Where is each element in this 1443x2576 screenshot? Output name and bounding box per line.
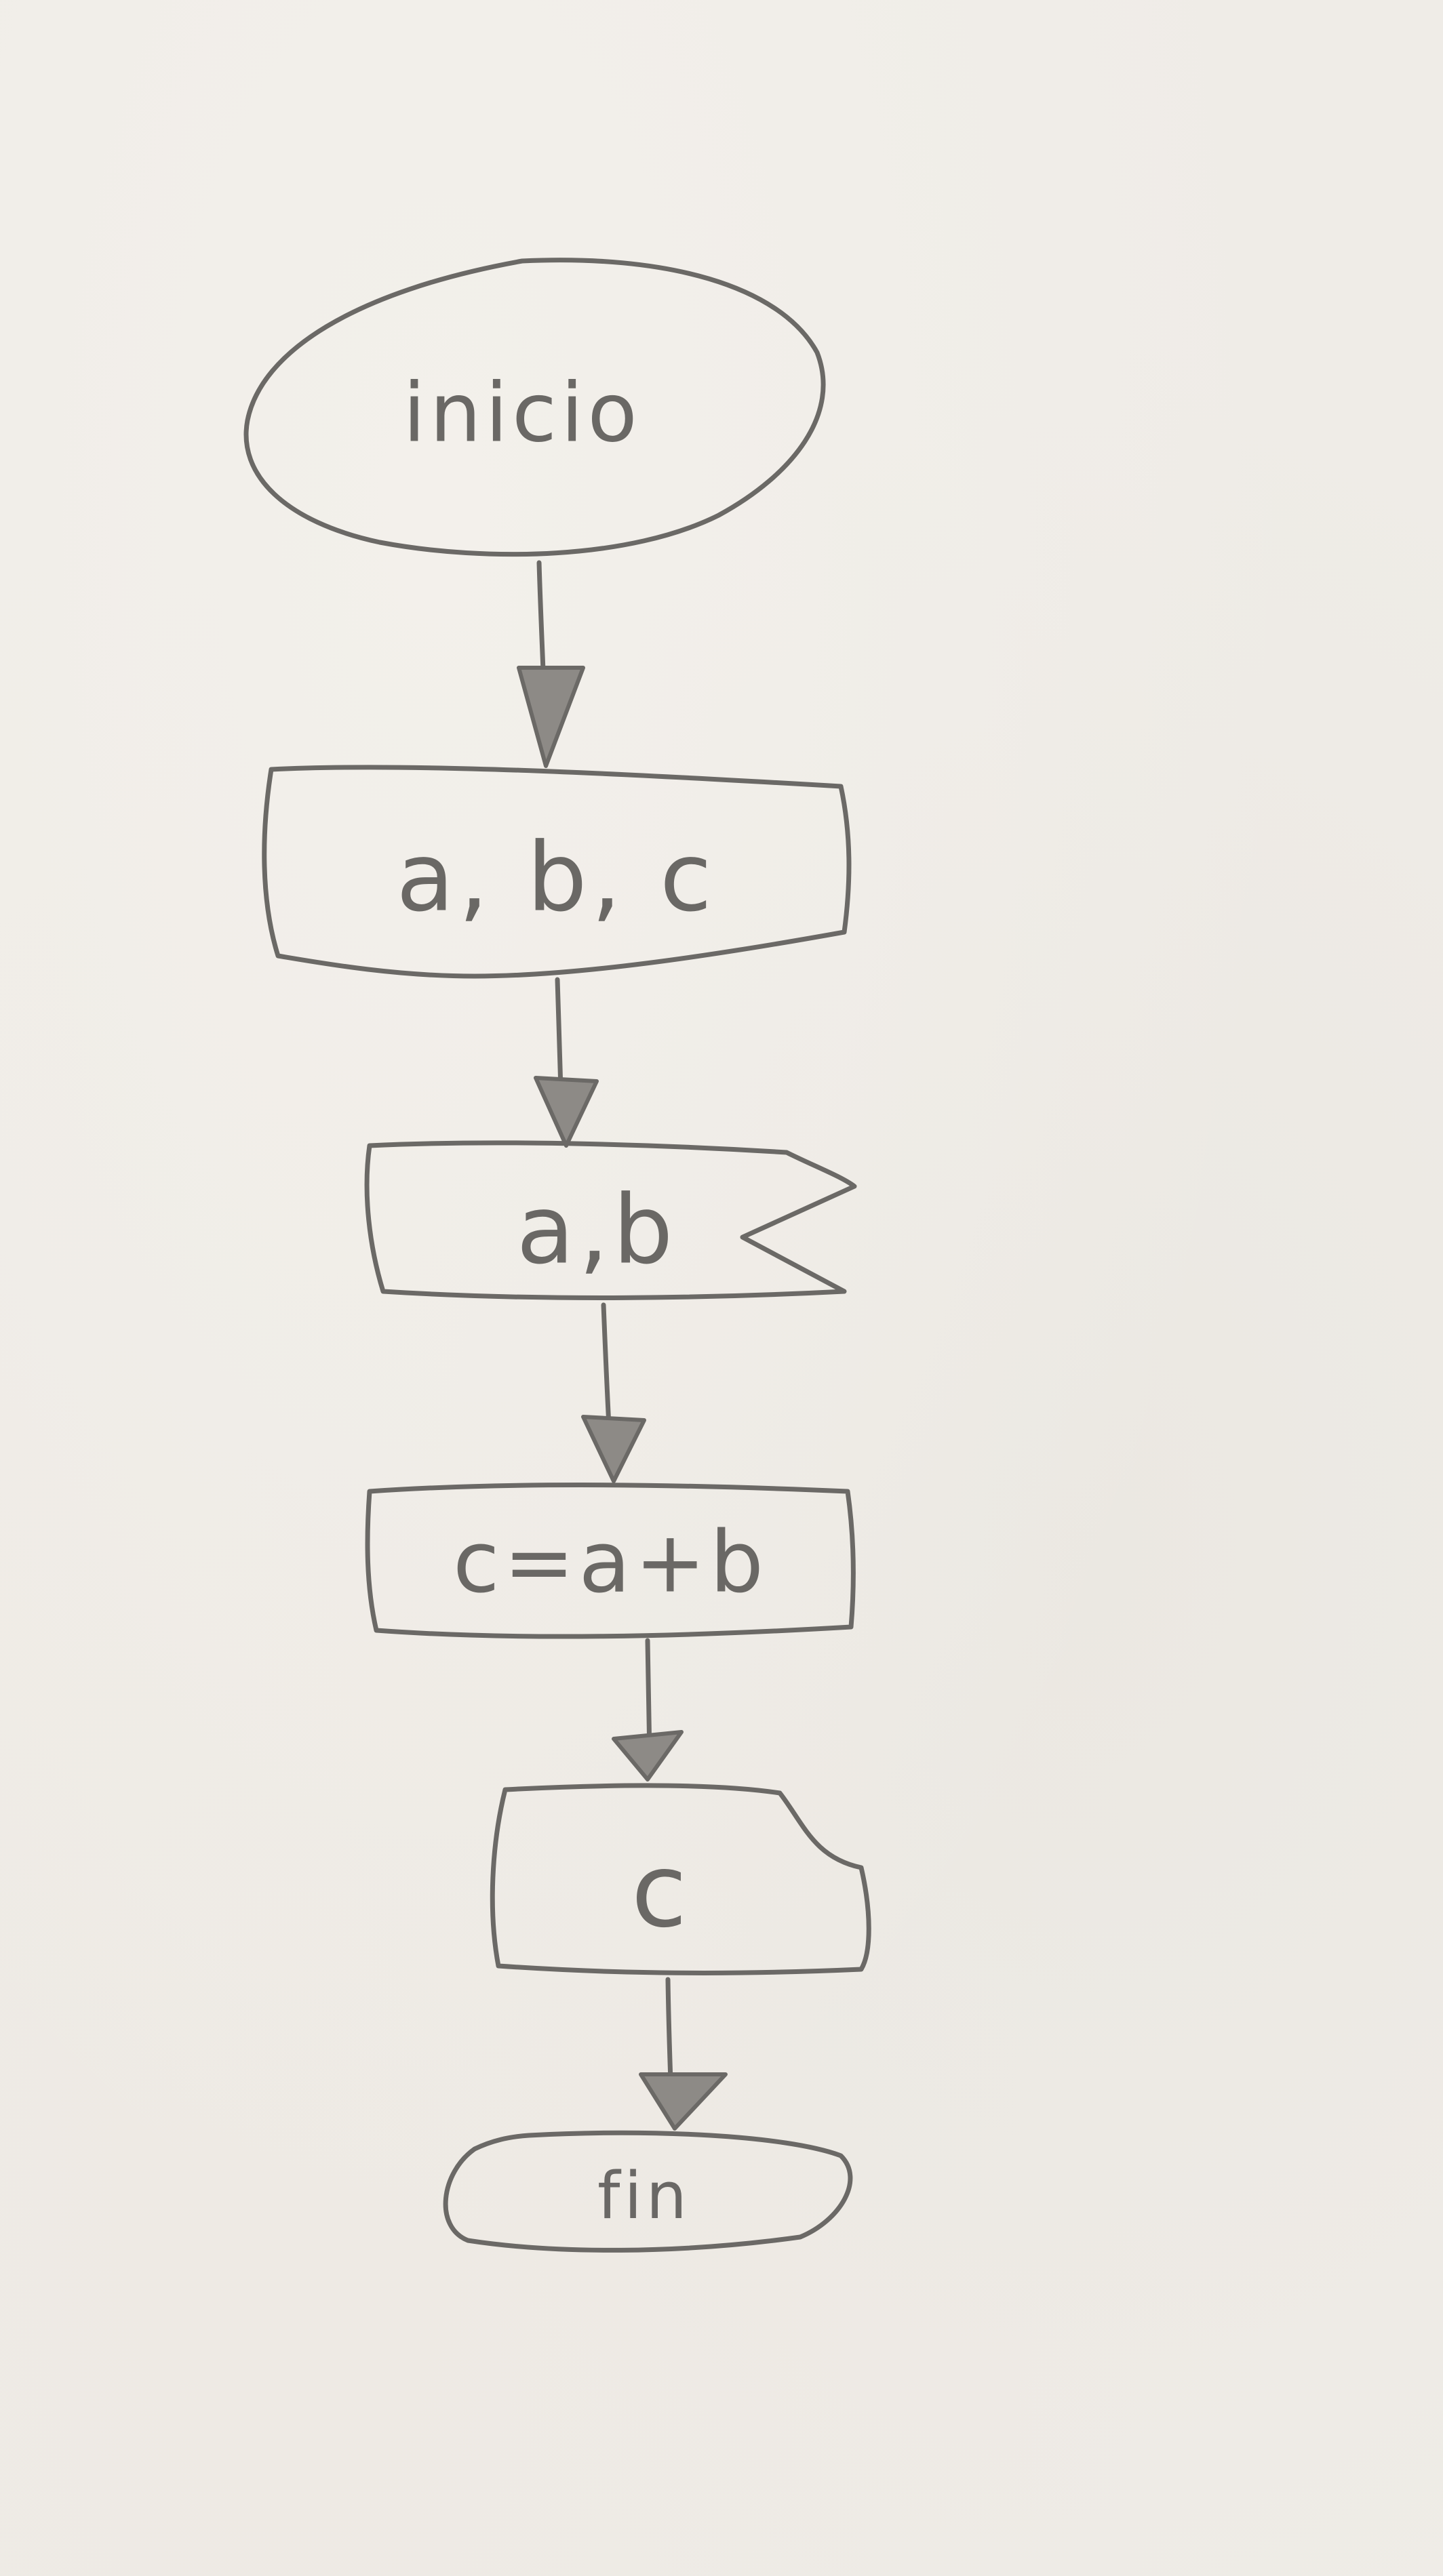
edge-start-to-input-arrowhead (517, 666, 585, 768)
read-node-shape (364, 1140, 857, 1300)
end-terminal-shape (443, 2130, 853, 2253)
end-label: fin (597, 2159, 692, 2234)
input-label: a, b, c (396, 822, 716, 933)
edge-input-to-read-arrowhead (534, 1076, 599, 1148)
process-node-shape (365, 1483, 856, 1639)
edge-process-to-output-arrowhead (612, 1730, 684, 1782)
start-terminal-shape (243, 258, 826, 557)
edge-read-to-process-arrowhead (581, 1415, 646, 1483)
edge-output-to-end-arrowhead (639, 2072, 728, 2131)
process-label: c=a+b (452, 1513, 768, 1612)
read-label: a,b (516, 1175, 677, 1286)
start-label: inicio (403, 366, 641, 461)
output-label: c (631, 1832, 692, 1950)
input-node-shape (262, 765, 852, 979)
output-node-shape (490, 1783, 871, 1975)
